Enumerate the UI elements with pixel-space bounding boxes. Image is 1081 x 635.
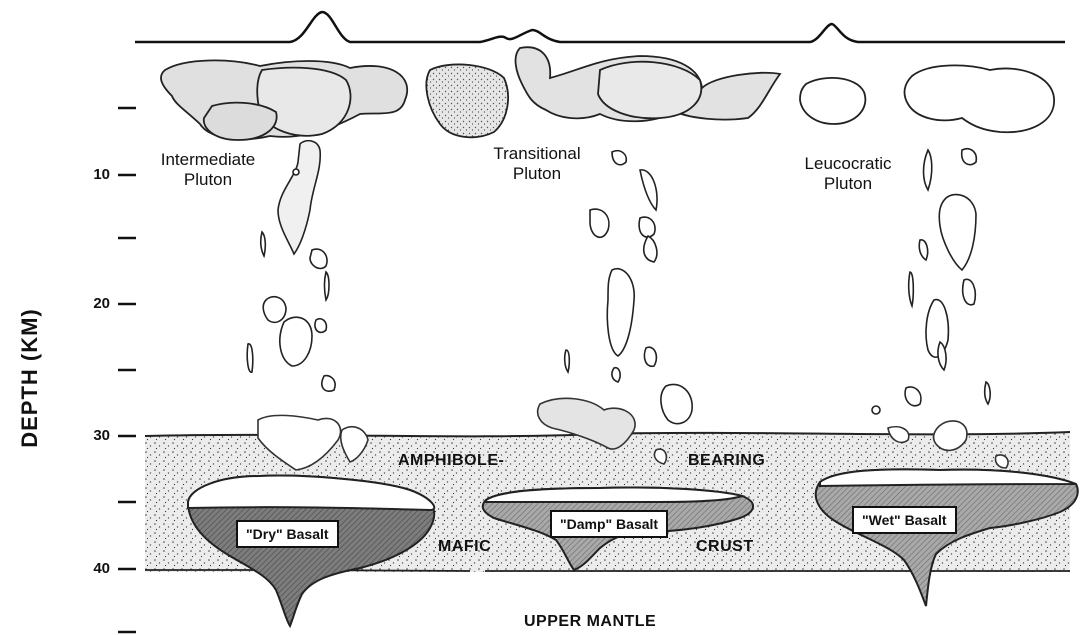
- leucocratic-pluton-a: [800, 78, 865, 124]
- crust-label-crust: CRUST: [696, 538, 754, 556]
- tick-label-10: 10: [70, 166, 110, 183]
- tick-label-40: 40: [70, 560, 110, 577]
- crust-label-amphibole: AMPHIBOLE-: [398, 452, 504, 470]
- dense-stipple-pluton: [426, 64, 508, 137]
- depth-axis-title: DEPTH (KM): [17, 308, 43, 448]
- damp-basalt-label: "Damp" Basalt: [550, 510, 668, 538]
- crust-label-mafic: MAFIC: [438, 538, 491, 556]
- intermediate-pluton-label: Intermediate Pluton: [146, 150, 270, 190]
- wet-basalt-label: "Wet" Basalt: [852, 506, 957, 534]
- surface-topography-line: [135, 12, 1065, 42]
- upper-plutons: [161, 47, 1054, 140]
- dry-basalt-label: "Dry" Basalt: [236, 520, 339, 548]
- leucocratic-pluton-b: [905, 65, 1055, 132]
- tick-label-20: 20: [70, 295, 110, 312]
- depth-axis-ticks: [118, 108, 136, 632]
- upper-mantle-label: UPPER MANTLE: [524, 613, 656, 631]
- tick-label-30: 30: [70, 427, 110, 444]
- crust-label-bearing: BEARING: [688, 452, 765, 470]
- leucocratic-pluton-label: Leucocratic Pluton: [786, 154, 910, 194]
- transitional-pluton-label: Transitional Pluton: [470, 144, 604, 184]
